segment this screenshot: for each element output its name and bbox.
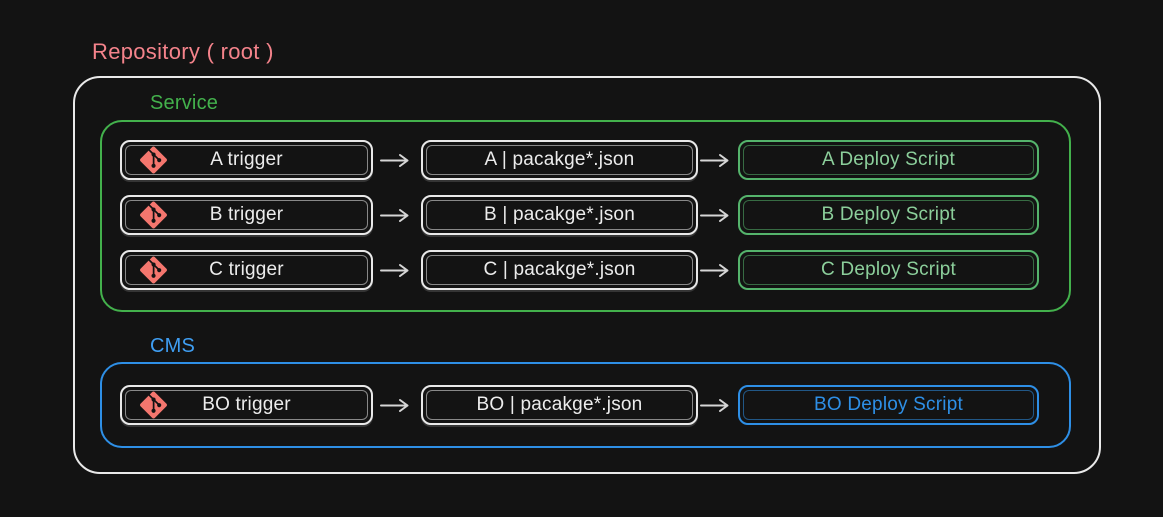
deploy-node-b[interactable]: B Deploy Script [738,195,1039,235]
deploy-node-bo[interactable]: BO Deploy Script [738,385,1039,425]
package-label: C | pacakge*.json [483,259,636,280]
package-node-bo[interactable]: BO | pacakge*.json [421,385,698,425]
trigger-node-b[interactable]: B trigger [120,195,373,235]
flow-row-bo: BO trigger BO | pacakge*.json BO Deploy … [120,385,1039,425]
deploy-label: B Deploy Script [821,204,956,225]
package-label: BO | pacakge*.json [476,394,643,415]
git-icon [140,391,167,419]
cms-group-label: CMS [150,335,196,357]
flow-row-b: B trigger B | pacakge*.json B Deploy Scr… [120,195,1039,235]
trigger-node-c[interactable]: C trigger [120,250,373,290]
repository-frame[interactable] [73,76,1101,474]
package-node-c[interactable]: C | pacakge*.json [421,250,698,290]
arrow-right-icon [380,209,409,222]
package-node-a[interactable]: A | pacakge*.json [421,140,698,180]
cms-group-frame[interactable] [100,362,1071,448]
deploy-label: A Deploy Script [822,149,955,170]
service-group-frame[interactable] [100,120,1071,312]
git-icon [140,146,167,174]
arrow-right-icon [380,264,409,277]
arrow-right-icon [380,154,409,167]
deploy-label: C Deploy Script [821,259,956,280]
arrow-right-icon [700,154,729,167]
service-group-label: Service [150,92,219,114]
trigger-label: C trigger [209,259,284,280]
repository-label: Repository ( root ) [92,39,274,64]
trigger-node-a[interactable]: A trigger [120,140,373,180]
flow-row-c: C trigger C | pacakge*.json C Deploy Scr… [120,250,1039,290]
trigger-label: BO trigger [202,394,291,415]
git-icon [140,201,167,229]
deploy-node-a[interactable]: A Deploy Script [738,140,1039,180]
trigger-label: A trigger [210,149,283,170]
arrow-right-icon [700,399,729,412]
deploy-label: BO Deploy Script [814,394,963,415]
arrow-right-icon [700,264,729,277]
arrow-right-icon [380,399,409,412]
package-label: B | pacakge*.json [484,204,635,225]
flow-row-a: A trigger A | pacakge*.json A Deploy Scr… [120,140,1039,180]
trigger-label: B trigger [209,204,284,225]
git-icon [140,256,167,284]
trigger-node-bo[interactable]: BO trigger [120,385,373,425]
arrow-right-icon [700,209,729,222]
package-node-b[interactable]: B | pacakge*.json [421,195,698,235]
package-label: A | pacakge*.json [484,149,635,170]
deploy-node-c[interactable]: C Deploy Script [738,250,1039,290]
